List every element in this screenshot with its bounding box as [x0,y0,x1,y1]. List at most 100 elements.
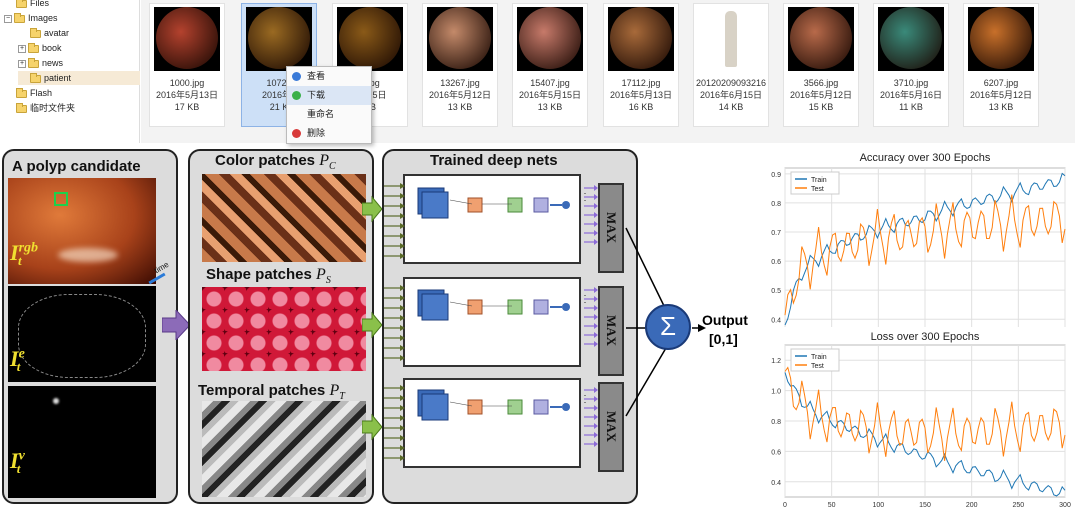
series-line-test [784,194,1066,316]
max-input-arrowhead [594,314,598,320]
file-size: 13 KB [537,102,563,112]
shape-patches-title: Shape patches PS [206,266,331,286]
expand-toggle-icon[interactable]: + [18,59,26,68]
conv-layer-3 [507,299,523,315]
tree-item-label: avatar [44,28,70,38]
y-tick-label: 0.9 [771,172,781,179]
legend-label: Train [811,354,827,361]
endoscopy-disc [519,7,581,69]
tree-item-label: book [42,43,62,53]
file-name: 13267.jpg [440,78,480,88]
input-arrowhead [400,395,405,401]
menu-item-download[interactable]: 下载 [287,86,371,105]
input-arrowhead [400,425,405,431]
series-line-train [784,372,1066,497]
input-arrowhead [400,415,405,421]
tree-item-1[interactable]: −Images [4,11,58,25]
y-tick-label: 0.8 [771,201,781,208]
endoscopy-disc [790,7,852,69]
file-date: 2016年5月15日 [518,90,582,100]
y-tick-label: 0.4 [771,317,781,324]
y-tick-label: 0.6 [771,449,781,456]
menu-item-label: 查看 [307,71,326,81]
expand-toggle-icon[interactable]: − [4,14,12,23]
output-label: Output [702,312,748,328]
delete-icon [292,129,301,138]
max-pool-color: MAX [598,183,624,273]
endoscopy-disc [339,7,401,69]
folder-icon [14,12,25,23]
tree-item-5[interactable]: patient [18,71,140,85]
input-arrowhead [400,385,405,391]
thumbnail-image [608,7,674,71]
max-input-arrowhead [594,423,598,429]
menu-item-label: 重命名 [307,109,335,119]
input-arrowhead [400,305,405,311]
max-input-arrowhead [594,230,598,236]
tree-item-3[interactable]: + book [18,41,62,55]
sum-node: Σ [645,304,691,350]
legend-label: Test [811,186,824,193]
file-date: 2016年5月12日 [428,90,492,100]
tree-item-6[interactable]: Flash [4,86,52,100]
input-arrowhead [400,455,405,461]
file-date: 2016年5月16日 [879,90,943,100]
input-arrowhead [400,243,405,249]
menu-item-rename[interactable]: 重命名 [287,105,371,124]
max-input-arrowhead [594,287,598,293]
x-tick-label: 250 [1012,502,1024,509]
conv-layer-1b [421,293,449,321]
chart-title: Loss over 300 Epochs [871,331,980,343]
y-tick-label: 1.2 [771,358,781,365]
tree-item-4[interactable]: +news [18,56,63,70]
thumbnail-image [698,7,764,71]
output-range: [0,1] [709,331,738,347]
video-frame-label: Ivt [10,448,25,477]
menu-item-delete[interactable]: 删除 [287,124,371,143]
endoscopy-disc [610,7,672,69]
x-tick-label: 200 [966,502,978,509]
folder-icon [16,0,27,8]
conv-layer-3 [507,399,523,415]
input-arrowhead [400,203,405,209]
file-name: 6207.jpg [983,78,1019,88]
expand-toggle-icon[interactable]: + [18,44,26,53]
conv-layer-1b [421,393,449,421]
folder-icon [28,57,39,68]
menu-item-label: 下载 [307,90,326,100]
tree-item-7[interactable]: 临时文件夹 [4,101,75,115]
tree-item-0[interactable]: Files [4,0,49,10]
view-icon [292,72,301,81]
max-pool-shape: MAX [598,286,624,376]
max-input-arrowhead [594,305,598,311]
max-input-arrowhead [594,221,598,227]
color-patches-title: Color patches PC [215,152,336,172]
folder-icon [16,87,27,98]
bright-spot [53,398,59,404]
connection-line [449,199,473,205]
input-arrowhead [400,295,405,301]
y-tick-label: 0.4 [771,480,781,487]
file-size: 13 KB [988,102,1014,112]
endoscopy-disc [156,7,218,69]
y-tick-label: 0.6 [771,259,781,266]
input-arrowhead [400,223,405,229]
max-input-arrowhead [594,194,598,200]
file-size: 17 KB [174,102,200,112]
max-input-arrowhead [594,239,598,245]
output-unit [562,403,570,411]
conv-layer-3 [507,197,523,213]
statue-image [725,11,737,67]
menu-item-view[interactable]: 查看 [287,67,371,86]
tree-item-2[interactable]: avatar [18,26,69,40]
